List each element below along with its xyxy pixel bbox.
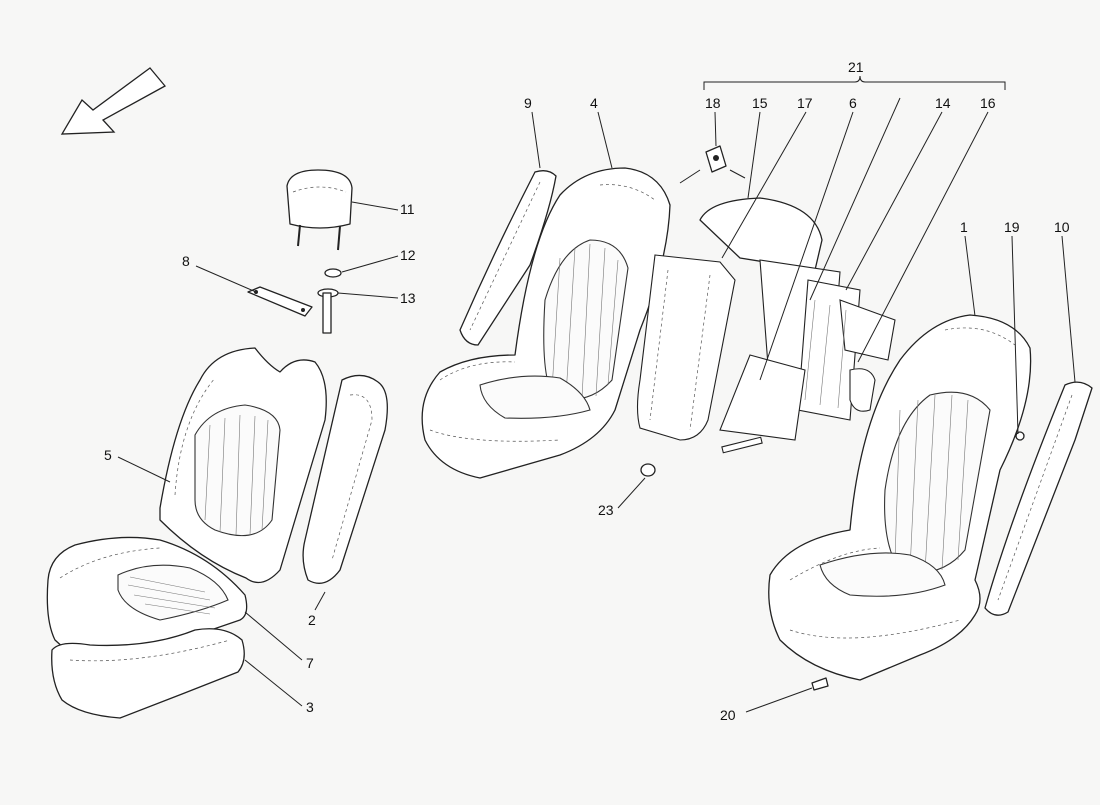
plate-part [247,286,313,317]
callout-13: 13 [400,290,416,306]
callout-10: 10 [1054,219,1070,235]
backrest-frame-part [636,197,896,454]
headrest-part [286,169,353,251]
callout-9: 9 [524,95,532,111]
callout-14: 14 [935,95,951,111]
callout-2: 2 [308,612,316,628]
clip-part [705,145,727,173]
side-trim-part [459,170,557,346]
callout-5: 5 [104,447,112,463]
callout-8: 8 [182,253,190,269]
callout-12: 12 [400,247,416,263]
seat-cover-part [46,536,248,669]
callout-labels: 11 12 13 8 5 2 7 3 9 4 21 18 15 17 6 14 … [104,59,1070,723]
backrest-cover-part [159,347,327,584]
callout-18: 18 [705,95,721,111]
callout-20: 20 [720,707,736,723]
bushing-part [324,268,342,278]
pin-part [1015,431,1025,441]
complete-seat-right-part [768,314,1032,681]
callout-4: 4 [590,95,598,111]
callout-1: 1 [960,219,968,235]
direction-arrow-icon [60,67,167,135]
complete-seat-part [421,167,671,479]
cap-part [640,463,656,477]
bolt-part [811,677,829,691]
leader-lines [117,75,1076,713]
callout-16: 16 [980,95,996,111]
callout-17: 17 [797,95,813,111]
callout-19: 19 [1004,219,1020,235]
callout-7: 7 [306,655,314,671]
seat-base-part [51,628,245,719]
side-bolster-part [302,374,388,584]
side-trim-right-part [984,381,1093,616]
callout-11: 11 [400,201,415,217]
callout-21: 21 [848,59,864,75]
callout-15: 15 [752,95,768,111]
guide-pin-part [317,288,339,334]
callout-3: 3 [306,699,314,715]
callout-23: 23 [598,502,614,518]
callout-6: 6 [849,95,857,111]
